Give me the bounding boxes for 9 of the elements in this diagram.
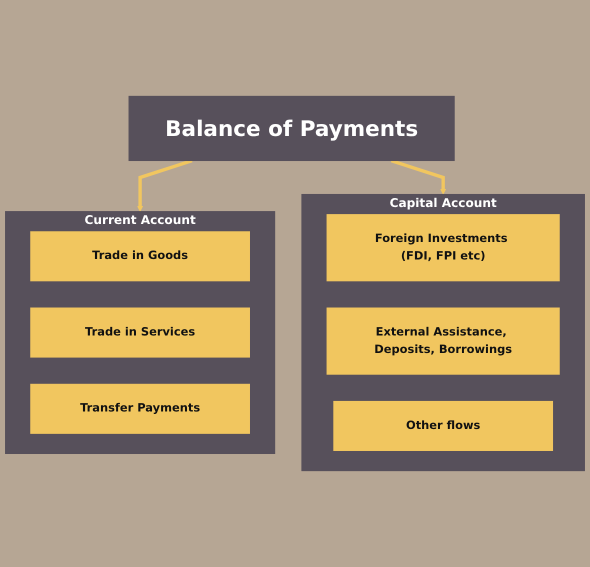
node-box: Transfer Payments (30, 384, 250, 434)
node-box: Trade in Goods (30, 231, 250, 282)
node-box: Other flows (333, 400, 554, 451)
node-box: Balance of Payments (128, 96, 455, 162)
node-box: Trade in Services (30, 308, 250, 358)
node-box: Foreign Investments (FDI, FPI etc) (326, 214, 560, 282)
node-box: External Assistance, Deposits, Borrowings (326, 308, 560, 375)
arrow (137, 159, 193, 212)
arrow (390, 159, 446, 195)
